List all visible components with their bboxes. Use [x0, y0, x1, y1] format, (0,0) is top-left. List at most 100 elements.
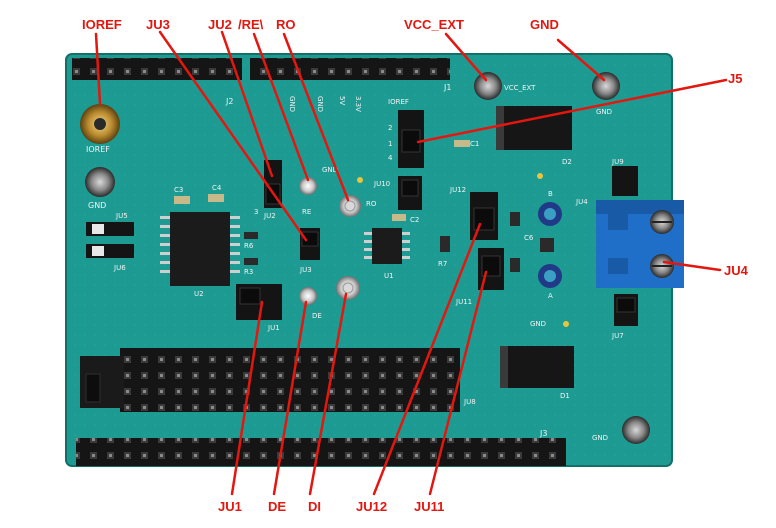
silk-pin1: 1 [388, 140, 392, 148]
silk-pin4: 4 [388, 154, 393, 162]
silk-j1: J1 [443, 83, 451, 92]
silk-gnd-hdr1: GND [316, 96, 324, 112]
silk-ioref-top: IOREF [388, 98, 409, 106]
callout-vcc-ext: VCC_EXT [404, 17, 464, 32]
jumper-ro-cap [85, 373, 101, 403]
silk-u1: U1 [384, 272, 394, 280]
re-testpoint [299, 177, 317, 195]
silk-gnd-hdr2: GND [288, 96, 296, 112]
capacitor-c4 [208, 194, 224, 202]
silk-ju12: JU12 [449, 186, 466, 194]
chip-u1 [372, 228, 402, 264]
silk-ju5: JU5 [115, 212, 128, 220]
silk-j2: J2 [225, 97, 233, 106]
callout-ju2: JU2 [208, 17, 232, 32]
gnd-left-post [85, 167, 115, 197]
leader-ju3 [158, 30, 308, 242]
gnd-lower-testpoint [563, 321, 569, 327]
callout-de: DE [268, 499, 287, 514]
silk-pin2: 2 [388, 124, 392, 132]
silk-ju6: JU6 [113, 264, 126, 272]
silk-ju8: JU8 [463, 398, 476, 406]
silk-c6: C6 [524, 234, 534, 242]
capacitor-c1 [454, 140, 470, 147]
header-j1 [250, 58, 450, 80]
silk-ju4: JU4 [575, 198, 588, 206]
leader-de [272, 300, 308, 496]
leader-ro [282, 32, 350, 202]
silk-ju1: JU1 [267, 324, 280, 332]
callout-ioref: IOREF [82, 17, 122, 32]
capacitor-c3 [174, 196, 190, 204]
leader-ju12 [372, 222, 482, 496]
gnd-post-top [592, 72, 620, 100]
header-j2 [72, 58, 242, 80]
silk-gnd-lower: GND [530, 320, 546, 328]
jumper-ju9 [612, 166, 638, 196]
silk-gnd-mid: GND [322, 166, 338, 174]
callout-di: DI [308, 499, 321, 514]
silk-re: RE [302, 208, 311, 216]
silk-gnd-right: GND [596, 108, 612, 116]
silk-gnd-bottom: GND [592, 434, 608, 442]
silk-ju3: JU3 [299, 266, 312, 274]
silk-ju10: JU10 [373, 180, 390, 188]
silk-c3: C3 [174, 186, 183, 194]
resistor-r3 [244, 258, 258, 265]
leader-ju2 [220, 30, 274, 178]
capacitor-c6 [540, 238, 554, 252]
callout-ju11: JU11 [414, 499, 445, 514]
leader-vcc-ext [444, 32, 488, 82]
callout-ju1: JU1 [218, 499, 242, 514]
leader-ioref [94, 32, 102, 106]
vcc-ext-post [474, 72, 502, 100]
resistor-r6 [244, 232, 258, 239]
silk-d1: D1 [560, 392, 570, 400]
silk-b: B [548, 190, 553, 198]
leader-ju1 [230, 300, 264, 496]
callout-ro: RO [276, 17, 296, 32]
silk-c2: C2 [410, 216, 419, 224]
silk-r6: R6 [244, 242, 254, 250]
silk-d2: D2 [562, 158, 572, 166]
silk-ioref: IOREF [86, 145, 110, 154]
resistor-r7 [440, 236, 450, 252]
callout-gnd: GND [530, 17, 559, 32]
gnd-mid-testpoint [357, 177, 363, 183]
callout-ju3: JU3 [146, 17, 170, 32]
chip-u2 [170, 212, 230, 286]
callout-ju12: JU12 [356, 499, 388, 514]
leader-di [308, 292, 348, 496]
callout-ju4: JU4 [724, 263, 748, 278]
silk-r3: R3 [244, 268, 253, 276]
resistor-r8 [510, 212, 520, 226]
leader-ju4 [662, 260, 722, 272]
silk-ju7: JU7 [611, 332, 624, 340]
silk-ju2: JU2 [263, 212, 276, 220]
leader-j5 [416, 78, 728, 144]
leader-ju11 [428, 270, 488, 496]
silk-pin3: 3 [254, 208, 258, 216]
gnd-post-bottom [622, 416, 650, 444]
leader-gnd [556, 38, 606, 82]
resistor-r5 [510, 258, 520, 272]
silk-gnd-left: GND [88, 201, 106, 210]
silk-c1: C1 [470, 140, 479, 148]
diode-d1 [500, 346, 574, 388]
callout-re: /RE\ [238, 17, 264, 32]
silk-vcc-ext: VCC_EXT [504, 84, 536, 92]
de-testpoint [299, 287, 317, 305]
silk-5v: 5V [338, 96, 346, 105]
silk-c4: C4 [212, 184, 222, 192]
capacitor-c2 [392, 214, 406, 221]
header-j3 [76, 438, 566, 466]
silk-r7: R7 [438, 260, 447, 268]
gnd-right-testpoint [537, 173, 543, 179]
leader-re [252, 32, 310, 182]
callout-j5: J5 [728, 71, 743, 86]
silk-ju11: JU11 [455, 298, 472, 306]
silk-j3: J3 [539, 429, 547, 438]
silk-de: DE [312, 312, 322, 320]
silk-ro: RO [366, 200, 377, 208]
